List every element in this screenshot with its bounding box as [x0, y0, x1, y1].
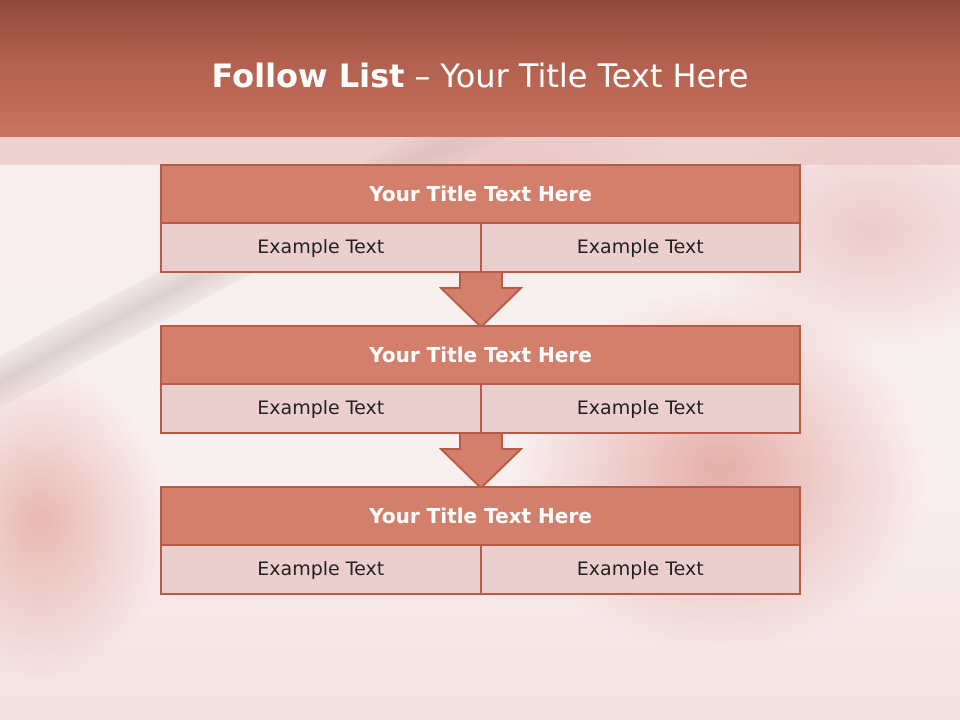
down-arrow-2 — [439, 432, 523, 490]
list-block-cell-right: Example Text — [479, 385, 799, 432]
list-block-cell-left: Example Text — [162, 546, 480, 593]
list-block-1: Your Title Text Here Example Text Exampl… — [160, 164, 801, 273]
slide-title-rest: Your Title Text Here — [440, 57, 749, 95]
slide-header: Follow List–Your Title Text Here — [0, 0, 960, 137]
slide-title-separator: – — [414, 57, 431, 95]
list-block-row: Example Text Example Text — [162, 224, 799, 271]
list-block-3: Your Title Text Here Example Text Exampl… — [160, 486, 801, 595]
list-block-title: Your Title Text Here — [162, 166, 799, 224]
slide-title: Follow List–Your Title Text Here — [0, 54, 960, 98]
header-shadow-band — [0, 137, 960, 165]
list-block-row: Example Text Example Text — [162, 385, 799, 432]
down-arrow-1 — [439, 271, 523, 329]
list-block-cell-right: Example Text — [479, 546, 799, 593]
list-block-cell-left: Example Text — [162, 385, 480, 432]
list-block-title: Your Title Text Here — [162, 488, 799, 546]
list-block-title: Your Title Text Here — [162, 327, 799, 385]
list-block-cell-left: Example Text — [162, 224, 480, 271]
list-block-2: Your Title Text Here Example Text Exampl… — [160, 325, 801, 434]
list-block-row: Example Text Example Text — [162, 546, 799, 593]
list-block-cell-right: Example Text — [479, 224, 799, 271]
slide-title-bold: Follow List — [211, 57, 405, 95]
